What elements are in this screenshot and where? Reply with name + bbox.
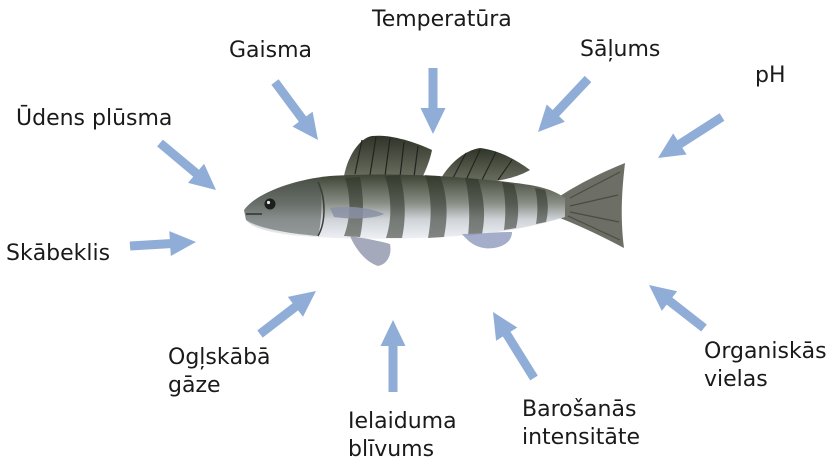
fish-anal-fin <box>462 232 512 248</box>
label-oxygen: Skābeklis <box>6 240 110 268</box>
arrow-oxygen <box>130 231 196 256</box>
label-organic-matter: Organiskās vielas <box>704 338 827 394</box>
label-ph: pH <box>755 62 786 90</box>
arrow-salinity <box>538 76 591 132</box>
label-stocking-density: Ielaiduma blīvums <box>348 408 457 464</box>
label-temperature: Temperatūra <box>372 6 512 34</box>
label-salinity: Sāļums <box>580 36 660 64</box>
arrow-feeding-intensity <box>493 312 538 380</box>
fish-image <box>244 136 625 266</box>
arrow-light <box>271 79 318 140</box>
arrow-carbon-dioxide <box>257 291 316 338</box>
label-feeding-intensity: Barošanās intensitāte <box>522 396 640 452</box>
arrow-water-flow <box>157 140 216 190</box>
arrow-temperature <box>421 68 446 134</box>
label-carbon-dioxide: Ogļskābā gāze <box>168 344 271 400</box>
fish-pelvic-fin <box>350 236 391 266</box>
arrow-organic-matter <box>649 285 707 332</box>
arrow-ph <box>658 113 724 158</box>
label-light: Gaisma <box>229 37 312 65</box>
fish-eye <box>265 199 276 210</box>
label-water-flow: Ūdens plūsma <box>16 105 172 133</box>
fish-tail-fin <box>560 163 625 248</box>
arrow-stocking-density <box>381 320 406 392</box>
